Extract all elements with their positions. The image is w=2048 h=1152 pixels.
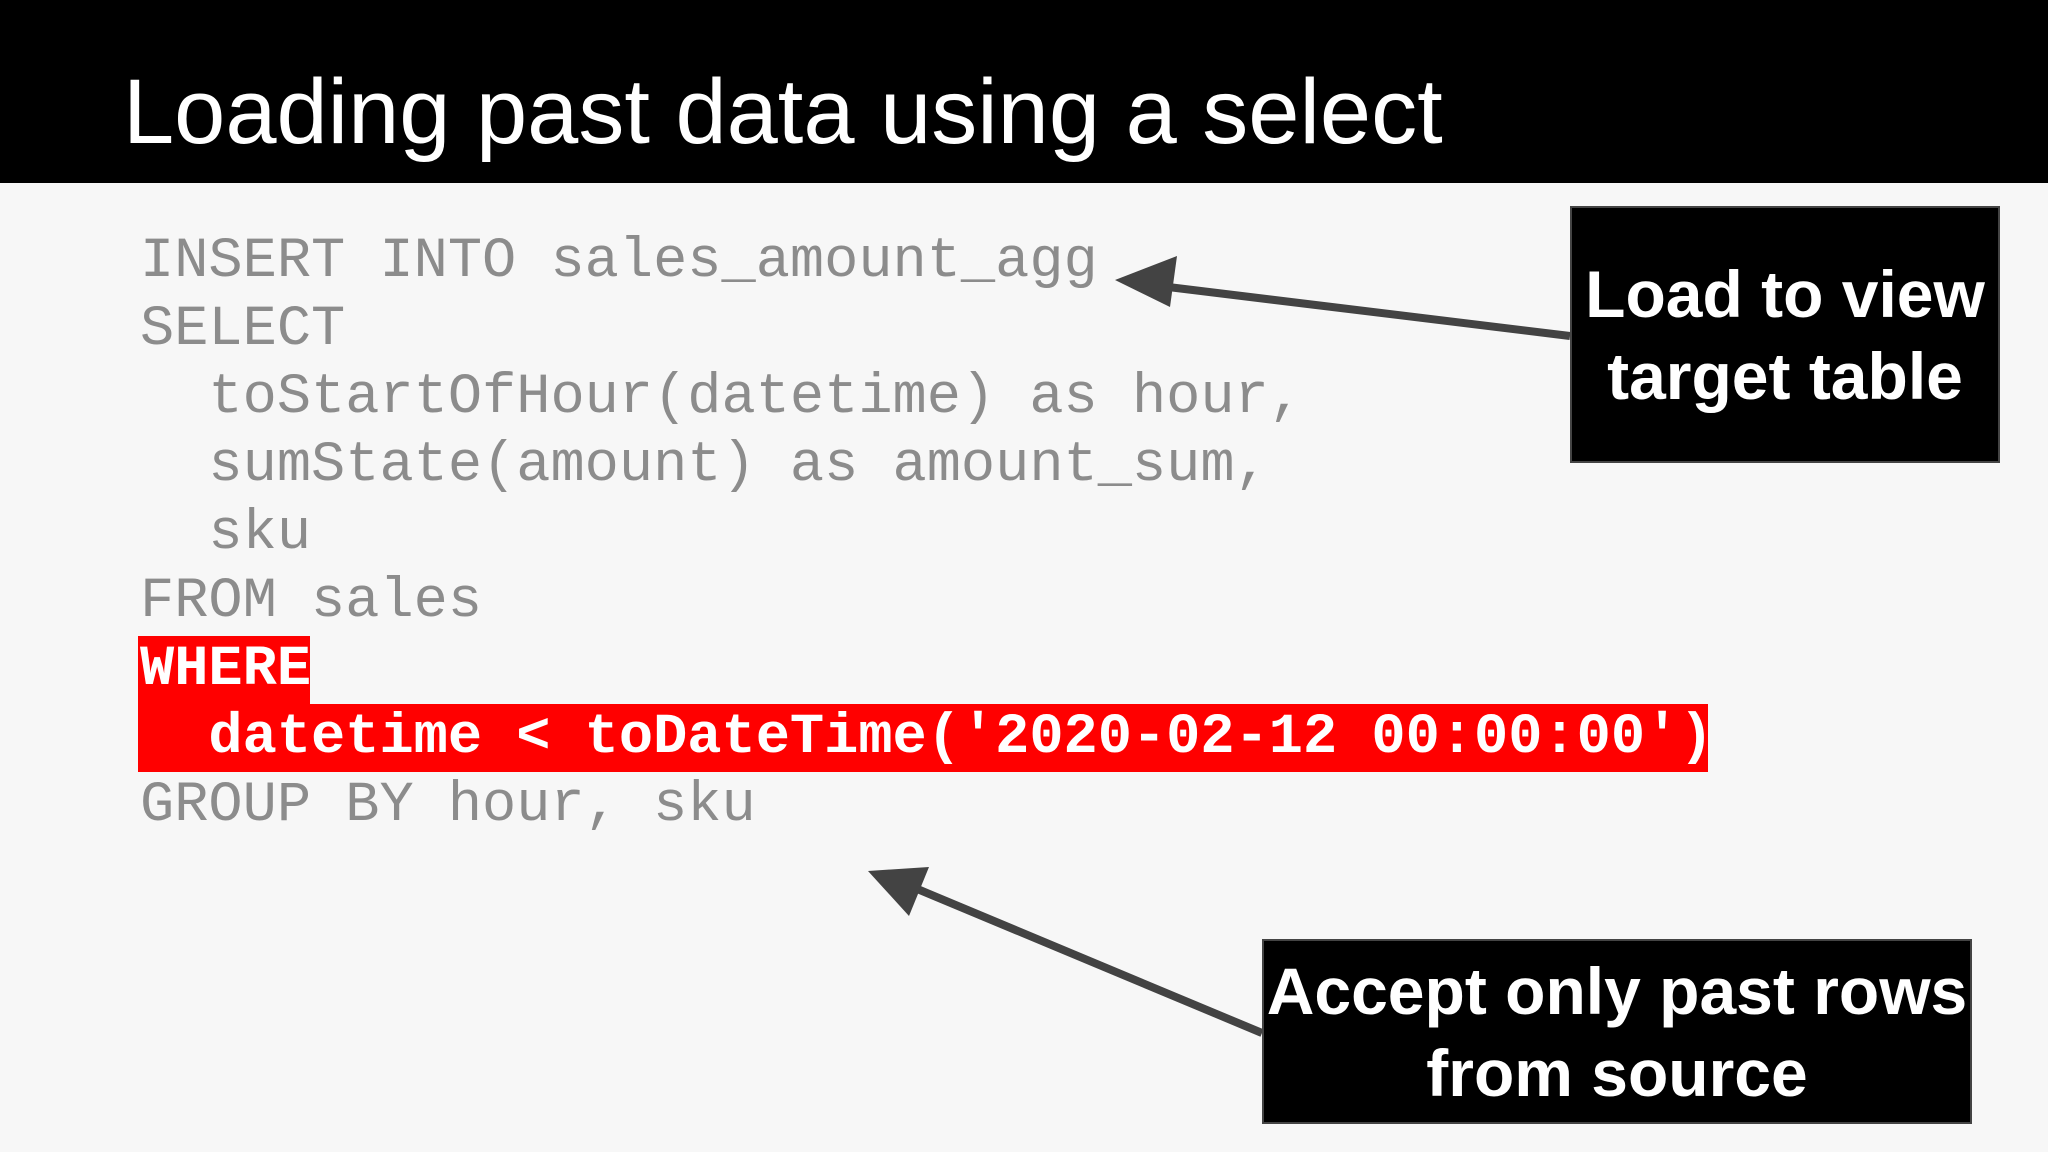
code-line-select: SELECT: [140, 298, 346, 362]
code-line-sku: sku: [140, 502, 312, 566]
code-line-condition: datetime < toDateTime('2020-02-12 00:00:…: [140, 706, 1714, 770]
code-line-amount-sum: sumState(amount) as amount_sum,: [140, 434, 1269, 498]
condition-highlight: [138, 704, 1708, 772]
code-line-from: FROM sales: [140, 570, 483, 634]
where-highlight: [138, 636, 310, 704]
code-line-where: WHERE: [140, 638, 312, 702]
title-bar: Loading past data using a select: [0, 0, 2048, 183]
callout-target-table: Load to view target table: [1570, 206, 2000, 463]
callout-target-table-text: Load to view target table: [1585, 256, 1985, 413]
code-line-insert: INSERT INTO sales_amount_agg: [140, 230, 1098, 294]
code-line-hour: toStartOfHour(datetime) as hour,: [140, 366, 1303, 430]
code-line-group-by: GROUP BY hour, sku: [140, 774, 756, 838]
callout-past-rows: Accept only past rows from source: [1262, 939, 1972, 1124]
callout-past-rows-text: Accept only past rows from source: [1266, 953, 1968, 1110]
slide-title: Loading past data using a select: [123, 61, 1443, 163]
